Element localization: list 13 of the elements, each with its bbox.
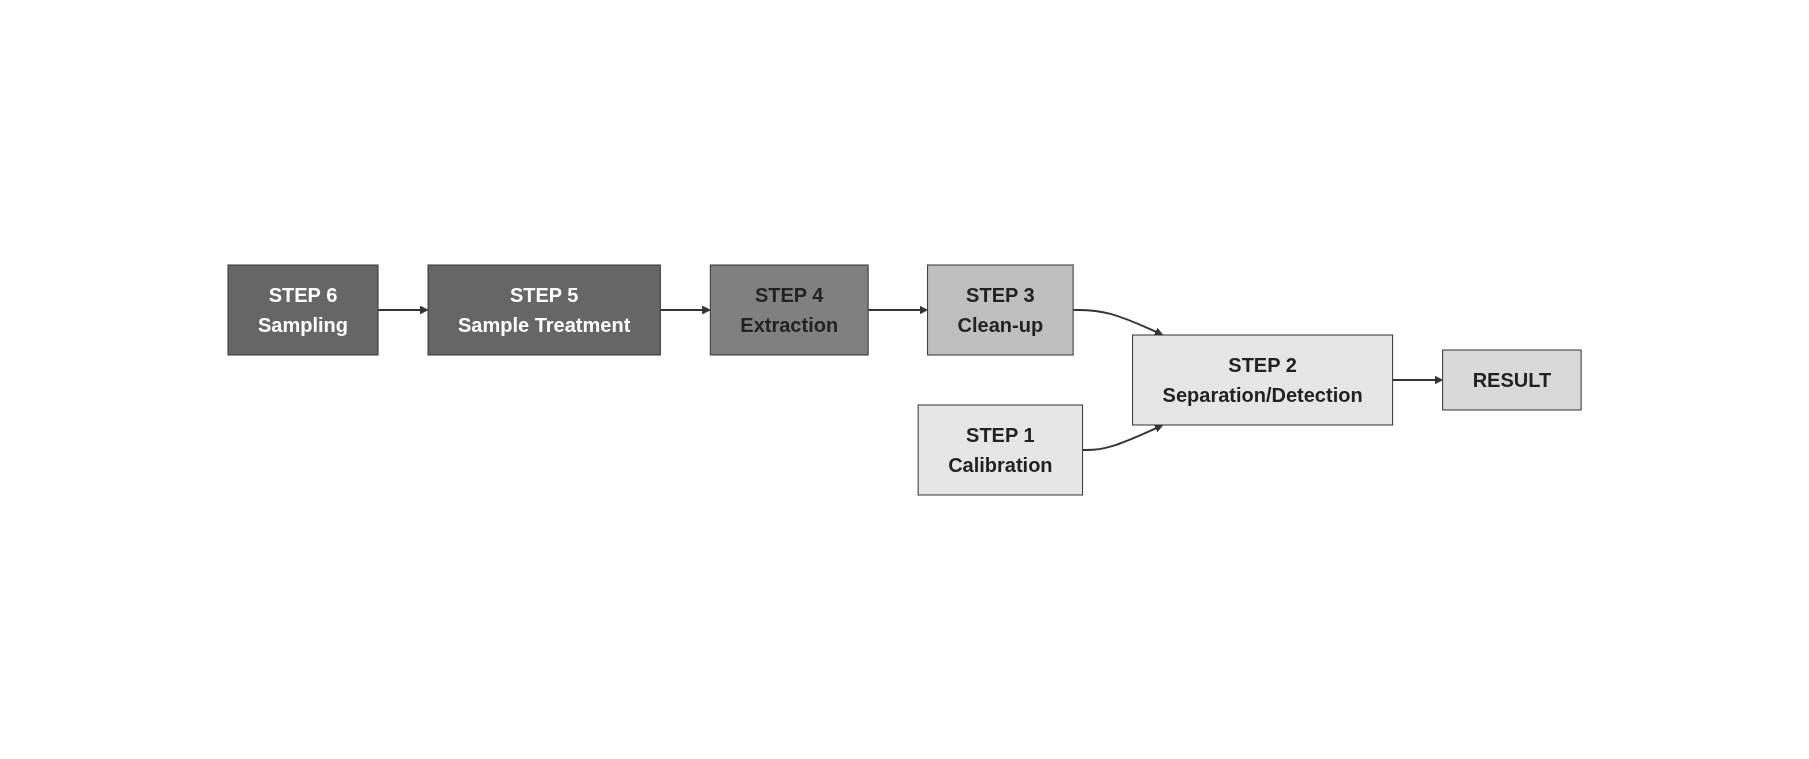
node-box: STEP 3 Clean-up — [927, 264, 1074, 355]
arrow — [867, 305, 928, 314]
node-box: STEP 1 Calibration — [917, 404, 1083, 495]
arrow — [659, 305, 711, 314]
arrow — [1391, 375, 1443, 384]
arrow — [1072, 308, 1164, 336]
node-box: RESULT — [1442, 349, 1582, 410]
node-box: STEP 6 Sampling — [227, 264, 379, 355]
arrow — [1081, 423, 1164, 451]
node-box: STEP 5 Sample Treatment — [427, 264, 661, 355]
arrow — [376, 305, 429, 314]
node-box: STEP 4 Extraction — [709, 264, 869, 355]
node-box: STEP 2 Separation/Detection — [1132, 334, 1394, 425]
